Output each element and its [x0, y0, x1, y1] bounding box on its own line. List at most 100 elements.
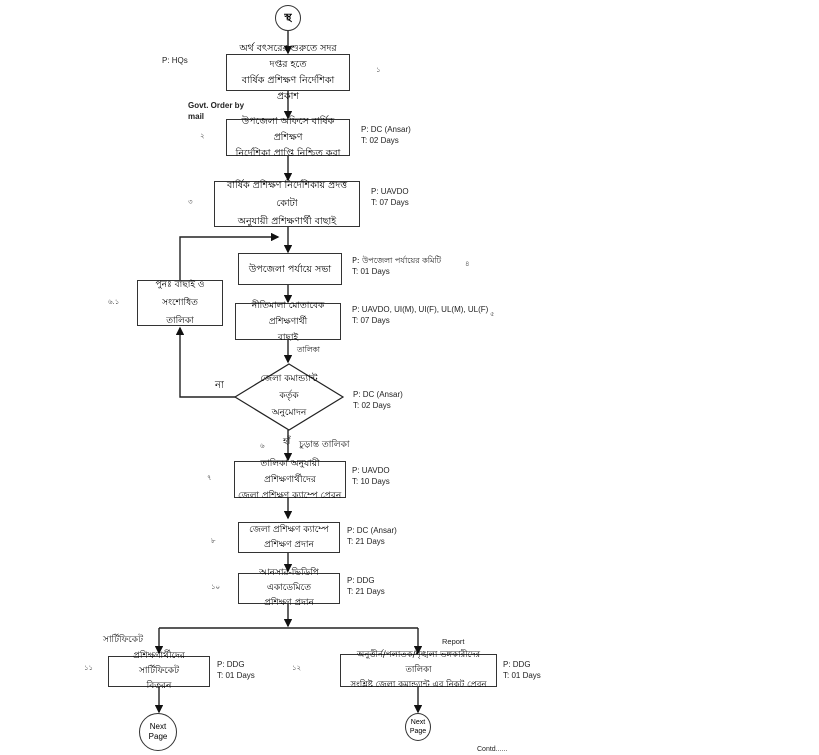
- arrow-6-1-to-4: [179, 232, 280, 296]
- govt-order-line-2: mail: [188, 112, 205, 121]
- arrow-6-no-to-6-1: [175, 326, 235, 398]
- edge-label-no: না: [215, 380, 224, 391]
- govt-order-label: Govt. Order by mail: [188, 100, 244, 122]
- step-8-meta: P: DC (Ansar) T: 21 Days: [347, 525, 397, 547]
- start-label: স্থ: [284, 11, 292, 24]
- continued-label: Contd......: [477, 746, 508, 753]
- step-7-line-1: তালিকা অনুযায়ী প্রশিক্ষণার্থীদের: [260, 458, 320, 485]
- step-10-person: P: DDG: [347, 576, 375, 585]
- step-8-line-1: জেলা প্রশিক্ষণ ক্যাম্পে: [249, 524, 329, 535]
- decision-diamond: [233, 363, 345, 431]
- step-11-line-2: বিতরন: [146, 681, 172, 691]
- step-3-meta: P: UAVDO T: 07 Days: [371, 186, 409, 208]
- step-6-line-2: কর্তৃক: [279, 391, 299, 401]
- step-10-line-2: প্রশিক্ষণ প্রদান: [264, 598, 314, 608]
- step-10-box: আনসার-ভিডিপি একাডেমিতে প্রশিক্ষণ প্রদান: [238, 568, 340, 608]
- step-7-box: তালিকা অনুযায়ী প্রশিক্ষণার্থীদের জেলা প…: [234, 459, 346, 501]
- step-11-box: প্রশিক্ষণার্থীদের সার্টিফিকেট বিতরন: [108, 651, 210, 691]
- edge-label-certificate: সার্টিফিকেট: [103, 635, 144, 645]
- step-4-meta: P: উপজেলা পর্যায়ের কমিটি T: 01 Days: [352, 255, 441, 277]
- next-page-right-line-2: Page: [409, 728, 427, 735]
- step-7-meta: P: UAVDO T: 10 Days: [352, 465, 390, 487]
- step-6-1-line-1: পুনঃ বাছাই ও সংশোধিত: [155, 280, 205, 308]
- step-6-meta: P: DC (Ansar) T: 02 Days: [353, 389, 403, 411]
- step-7-line-2: জেলা প্রশিক্ষণ ক্যাম্পে প্রেরন: [238, 490, 342, 501]
- step-1-number: ১: [376, 66, 381, 74]
- step-6-1-line-2: তালিকা: [166, 316, 194, 326]
- step-3-time: T: 07 Days: [371, 198, 409, 207]
- step-7-number: ৭: [207, 474, 212, 482]
- step-3-number: ৩: [188, 198, 193, 206]
- step-6-number: ৬: [260, 442, 265, 450]
- step-3-box: বার্ষিক প্রশিক্ষণ নির্দেশিকায় প্রদত্ত ক…: [214, 180, 360, 227]
- step-6-time: T: 02 Days: [353, 401, 391, 410]
- step-7-person: P: UAVDO: [352, 466, 390, 475]
- step-1-box: অর্থ বৎসরের শুরুতে সদর দপ্তর হতে বার্ষিক…: [226, 43, 350, 102]
- edge-label-list: তালিকা: [297, 345, 320, 354]
- step-12-person: P: DDG: [503, 660, 531, 669]
- step-12-line-2: সংশ্লিষ্ট জেলা কমান্ড্যান্ট এর নিকট প্রে…: [350, 680, 487, 690]
- step-10-meta: P: DDG T: 21 Days: [347, 575, 385, 597]
- step-8-person: P: DC (Ansar): [347, 526, 397, 535]
- step-1-line-1: অর্থ বৎসরের শুরুতে সদর দপ্তর হতে: [239, 42, 337, 70]
- next-page-connector-right[interactable]: Next Page: [405, 713, 431, 741]
- step-3-person: P: UAVDO: [371, 187, 409, 196]
- step-6-person: P: DC (Ansar): [353, 390, 403, 399]
- step-6-1-box: পুনঃ বাছাই ও সংশোধিত তালিকা: [137, 280, 223, 326]
- step-5-line-1: নীতিমালা মোতাবেক প্রশিক্ষণার্থী: [251, 300, 325, 327]
- edge-label-report: Report: [442, 637, 465, 646]
- step-1-line-2: বার্ষিক প্রশিক্ষণ নির্দেশিকা প্রকাশ: [241, 74, 335, 102]
- step-2-box: উপজেলা অফিসে বার্ষিক প্রশিক্ষণ নির্দেশিক…: [226, 116, 350, 159]
- step-4-time: T: 01 Days: [352, 267, 390, 276]
- step-11-number: ১১: [84, 664, 94, 672]
- start-node: স্থ: [275, 5, 301, 31]
- step-2-person: P: DC (Ansar): [361, 125, 411, 134]
- step-1-person: P: HQs: [162, 56, 188, 65]
- step-12-box: অনুত্তীর্ন/পলাতক/শৃঙ্খলা ভঙ্গকারীদের তাল…: [340, 650, 497, 690]
- step-2-number: ২: [200, 132, 205, 140]
- step-8-number: ৮: [211, 537, 216, 545]
- step-8-time: T: 21 Days: [347, 537, 385, 546]
- step-12-time: T: 01 Days: [503, 671, 541, 680]
- step-5-box: নীতিমালা মোতাবেক প্রশিক্ষণার্থী বাছাই: [235, 301, 341, 343]
- step-3-line-1: বার্ষিক প্রশিক্ষণ নির্দেশিকায় প্রদত্ত ক…: [227, 180, 347, 209]
- step-6-line-3: অনুমোদন: [271, 408, 307, 418]
- step-12-meta: P: DDG T: 01 Days: [503, 659, 541, 681]
- step-4-line-1: উপজেলা পর্যায়ে সভা: [248, 263, 332, 275]
- step-6-1-number: ৬.১: [108, 298, 120, 306]
- step-4-person: P: উপজেলা পর্যায়ের কমিটি: [352, 256, 442, 265]
- step-5-person: P: UAVDO, UI(M), UI(F), UL(M), UL(F): [352, 305, 489, 314]
- step-11-person: P: DDG: [217, 660, 245, 669]
- step-5-time: T: 07 Days: [352, 316, 390, 325]
- step-12-number: ১২: [292, 664, 302, 672]
- step-2-meta: P: DC (Ansar) T: 02 Days: [361, 124, 411, 146]
- step-12-line-1: অনুত্তীর্ন/পলাতক/শৃঙ্খলা ভঙ্গকারীদের তাল…: [356, 650, 481, 675]
- next-page-left-line-2: Page: [148, 732, 168, 741]
- next-page-left-line-1: Next: [149, 722, 167, 731]
- edge-label-final-list: চুড়ান্ত তালিকা: [299, 440, 350, 450]
- step-10-time: T: 21 Days: [347, 587, 385, 596]
- step-2-line-2: নির্দেশিকা প্রাপ্তি নিশ্চিত করা: [235, 147, 341, 159]
- next-page-connector-left[interactable]: Next Page: [139, 713, 177, 751]
- step-11-time: T: 01 Days: [217, 671, 255, 680]
- step-10-number: ১০: [211, 583, 221, 591]
- step-5-line-2: বাছাই: [277, 332, 299, 343]
- step-7-time: T: 10 Days: [352, 477, 390, 486]
- step-2-line-1: উপজেলা অফিসে বার্ষিক প্রশিক্ষণ: [241, 115, 335, 143]
- step-8-box: জেলা প্রশিক্ষণ ক্যাম্পে প্রশিক্ষণ প্রদান: [238, 522, 340, 553]
- next-page-right-line-1: Next: [410, 719, 426, 726]
- step-5-number: ৫: [490, 310, 495, 318]
- step-8-line-2: প্রশিক্ষণ প্রদান: [264, 539, 314, 550]
- step-5-meta: P: UAVDO, UI(M), UI(F), UL(M), UL(F) T: …: [352, 304, 488, 326]
- step-6-line-1: জেলা কমান্ড্যান্ট: [260, 374, 318, 384]
- step-11-line-1: প্রশিক্ষণার্থীদের সার্টিফিকেট: [133, 651, 185, 676]
- step-4-box: উপজেলা পর্যায়ে সভা: [238, 253, 342, 285]
- step-3-line-2: অনুযায়ী প্রশিক্ষণার্থী বাছাই: [237, 216, 337, 227]
- step-2-time: T: 02 Days: [361, 136, 399, 145]
- step-4-number: ৪: [465, 260, 470, 268]
- govt-order-line-1: Govt. Order by: [188, 101, 245, 110]
- step-6-decision-text: জেলা কমান্ড্যান্ট কর্তৃক অনুমোদন: [245, 371, 333, 422]
- step-10-line-1: আনসার-ভিডিপি একাডেমিতে: [259, 568, 319, 593]
- step-11-meta: P: DDG T: 01 Days: [217, 659, 255, 681]
